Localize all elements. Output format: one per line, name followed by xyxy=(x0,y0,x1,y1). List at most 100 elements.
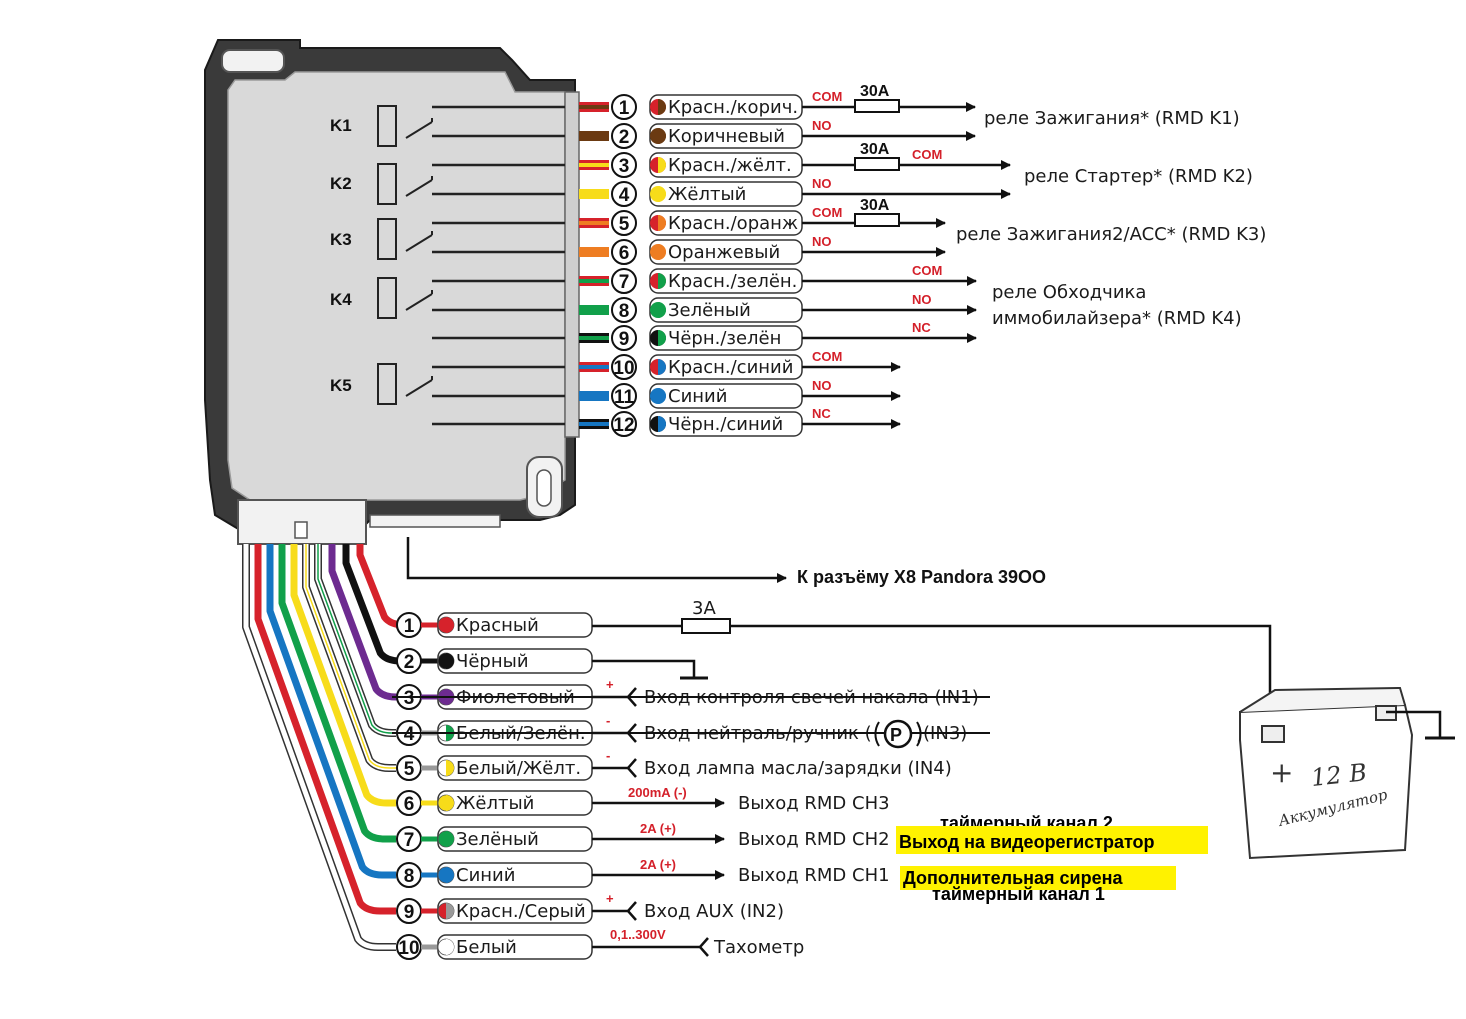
pin-label: Красн./Серый xyxy=(456,901,586,922)
relay-switches xyxy=(377,105,433,405)
pin-number-circle xyxy=(611,325,637,351)
harness-wire xyxy=(317,544,396,734)
contact-tag: NO xyxy=(812,118,832,133)
fuse-label: 30A xyxy=(860,83,890,100)
contact-tag: COM xyxy=(812,205,842,220)
pin-number: 1 xyxy=(404,616,415,637)
pin-color-dot xyxy=(658,99,666,115)
harness-wire xyxy=(254,544,396,915)
pin-color-dot xyxy=(658,359,666,375)
pin-description: Вход AUX (IN2) xyxy=(644,901,784,922)
contact-tag: NO xyxy=(812,176,832,191)
pin-number-circle xyxy=(611,383,637,409)
power-wiring: 3A xyxy=(592,598,1272,732)
note-ch1-highlight: Дополнительная сирена xyxy=(903,868,1123,888)
pin-label: Жёлтый xyxy=(668,184,746,205)
x8-link: К разъёму X8 Pandora 39OO xyxy=(406,537,1046,587)
pin-color-dot xyxy=(658,302,666,318)
pin-color-dot xyxy=(446,867,454,883)
pin-color-dot xyxy=(658,388,666,404)
pin-color-dot xyxy=(658,330,666,346)
pin-label: Чёрн./зелён xyxy=(668,328,781,349)
pin-number-circle xyxy=(611,354,637,380)
wire-stripe xyxy=(579,422,609,426)
pin-color-dot xyxy=(446,617,454,633)
destination-k1: реле Зажигания* (RMD K1) xyxy=(984,108,1240,129)
pin-color-dot xyxy=(658,186,666,202)
module-x8-port xyxy=(369,514,501,528)
pin-label: Зелёный xyxy=(668,300,751,321)
relay-label: K4 xyxy=(330,290,352,309)
wire-stripe xyxy=(579,365,609,369)
pin-color-dot xyxy=(658,157,666,173)
fuse-label: 30A xyxy=(860,141,890,158)
pin-number: 5 xyxy=(404,759,415,780)
pin-number-circle xyxy=(611,94,637,120)
fuse-label: 30A xyxy=(860,197,890,214)
pin-number: 10 xyxy=(613,358,634,379)
pin-color-dot xyxy=(446,653,454,669)
pin-description: Выход RMD CH3 xyxy=(738,793,890,814)
pin-description: Выход RMD CH1 xyxy=(738,865,890,886)
wire-stripe xyxy=(579,308,609,312)
destination-k2: реле Стартер* (RMD K2) xyxy=(1024,166,1253,187)
pin-label: Белый xyxy=(456,937,517,958)
wire-stripe xyxy=(579,336,609,340)
harness-wire xyxy=(305,544,396,769)
module-right-clip-slot xyxy=(536,469,552,507)
pin-number-circle xyxy=(611,123,637,149)
signal-tag: 2A (+) xyxy=(640,857,676,872)
annotations: таймерный канал 2 Выход на видеорегистра… xyxy=(896,813,1208,904)
pin-number: 5 xyxy=(619,214,630,235)
harness-wire xyxy=(278,544,396,843)
relay-contact xyxy=(405,293,433,311)
pin-description: Выход RMD CH2 xyxy=(738,829,890,850)
pin-label: Белый/Жёлт. xyxy=(456,758,581,779)
parking-icon: P xyxy=(890,725,902,745)
pin-color-dot xyxy=(658,416,666,432)
pin-description: Вход лампа масла/зарядки (IN4) xyxy=(644,758,952,779)
pin-description: Тахометр xyxy=(713,937,804,958)
contact-tag: COM xyxy=(812,89,842,104)
bottom-harness xyxy=(242,544,408,951)
pin-number: 3 xyxy=(619,156,630,177)
pin-number-circle xyxy=(611,210,637,236)
relay-coil xyxy=(377,218,397,260)
relay-contact xyxy=(405,121,433,139)
wire-stripe xyxy=(579,250,609,254)
destination-k4-line2: иммобилайзера* (RMD K4) xyxy=(992,308,1242,329)
battery-terminal-plus xyxy=(1261,725,1285,743)
signal-tag: + xyxy=(606,677,614,692)
wire-stripe xyxy=(579,192,609,196)
pin-label: Зелёный xyxy=(456,829,539,850)
harness-wire xyxy=(342,544,404,665)
relay-group: K1 K2 K3 K4 K5 xyxy=(330,105,433,405)
pin-number: 6 xyxy=(404,794,415,815)
pin-color-dot xyxy=(658,128,666,144)
relay-coil xyxy=(377,105,397,147)
contact-tag: NC xyxy=(912,320,931,335)
contact-tag: COM xyxy=(912,147,942,162)
pin-color-dot xyxy=(446,795,454,811)
pin-label: Красн./зелён. xyxy=(668,271,797,292)
contact-tag: NC xyxy=(812,406,831,421)
pin-number: 9 xyxy=(619,329,630,350)
pin-label: Чёрн./синий xyxy=(668,414,783,435)
pin-number: 2 xyxy=(619,127,630,148)
wire-stripe xyxy=(579,279,609,283)
pin-number-circle xyxy=(611,181,637,207)
pin-color-dot xyxy=(446,903,454,919)
pin-number: 7 xyxy=(619,272,630,293)
note-ch1-timer: таймерный канал 1 xyxy=(932,884,1105,904)
note-ch1-highlight-bg xyxy=(900,866,1176,890)
pin-color-dot xyxy=(658,244,666,260)
relay-label: K3 xyxy=(330,230,352,249)
pin-number: 2 xyxy=(404,652,415,673)
battery: + 12 В Аккумулятор xyxy=(1239,686,1455,860)
input-chevron xyxy=(626,901,637,921)
relay-contact xyxy=(405,179,433,197)
signal-tag: - xyxy=(606,748,610,763)
